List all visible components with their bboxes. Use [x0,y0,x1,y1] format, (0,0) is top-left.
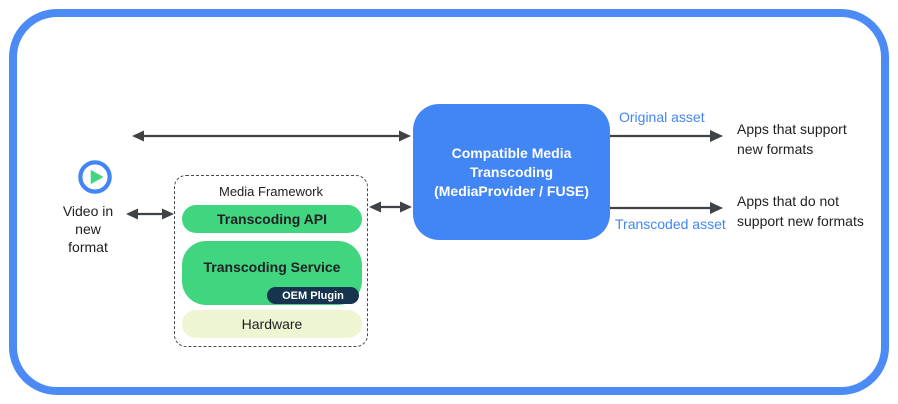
apps-no-support-label: Apps that do not support new formats [737,193,864,229]
media-framework-title: Media Framework [218,184,324,199]
arrow-video-to-framework [126,208,174,220]
transcoded-asset-label: Transcoded asset [615,216,726,232]
arrow-framework-to-transcoding [369,201,412,213]
arrow-source-to-transcoding [132,130,411,142]
compatible-media-transcoding-box: Compatible Media Transcoding (MediaProvi… [413,104,610,240]
apps-support-label: Apps that support new formats [737,121,847,157]
original-asset-label: Original asset [619,109,705,125]
transcoding-api-pill: Transcoding API [182,205,362,233]
play-icon [78,160,112,194]
arrow-original-asset [610,130,723,142]
media-framework-box [174,175,368,347]
arrow-transcoded-asset [610,202,723,214]
diagram-border [9,9,889,395]
video-source-label: Video in new format [62,203,114,255]
hardware-pill: Hardware [182,310,362,338]
oem-plugin-pill: OEM Plugin [267,287,359,304]
